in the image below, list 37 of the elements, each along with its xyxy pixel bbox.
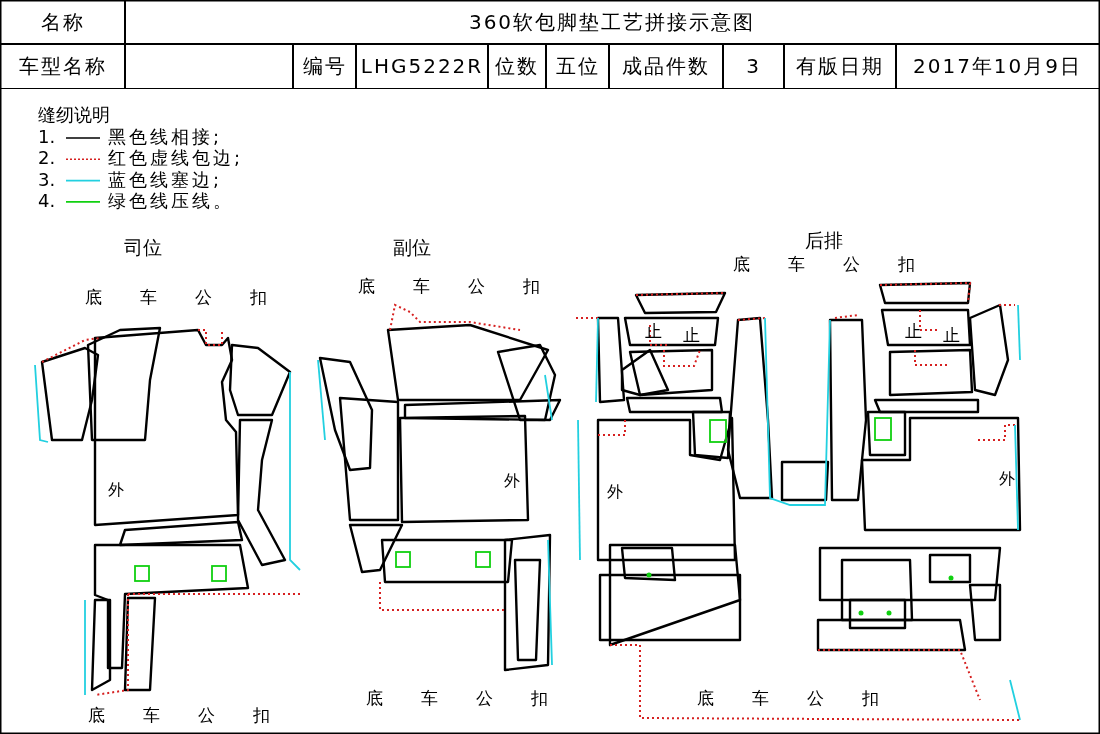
section-heading: 后排: [805, 231, 843, 250]
table-cell: 3: [722, 43, 785, 89]
edge-note: 底车公扣: [366, 690, 586, 707]
legend-number: 3.: [38, 171, 56, 189]
table-cell: LHG5222R: [355, 43, 489, 89]
side-mark: 外: [607, 484, 623, 500]
legend-text: 红色虚线包边;: [108, 149, 244, 168]
title-cell: 360软包脚垫工艺拼接示意图: [124, 0, 1100, 45]
legend-number: 1.: [38, 128, 56, 146]
section-heading: 司位: [124, 238, 162, 257]
stop-mark: 止: [645, 323, 662, 340]
legend-text: 绿色线压线。: [108, 191, 234, 210]
table-cell: 名称: [0, 0, 126, 45]
stop-mark: 止: [943, 327, 960, 344]
stop-mark: 止: [683, 327, 700, 344]
side-mark: 外: [999, 471, 1015, 487]
stop-mark: 止: [905, 323, 922, 340]
edge-note: 底车公扣: [733, 256, 953, 273]
table-cell: 成品件数: [608, 43, 724, 89]
edge-note: 底车公扣: [358, 278, 578, 295]
edge-note: 底车公扣: [697, 690, 917, 707]
legend-heading: 缝纫说明: [38, 106, 110, 124]
legend-number: 2.: [38, 149, 56, 167]
legend-number: 4.: [38, 192, 56, 210]
table-cell: 2017年10月9日: [895, 43, 1100, 89]
table-cell: 编号: [292, 43, 357, 89]
side-mark: 外: [504, 473, 520, 489]
table-cell: 位数: [487, 43, 547, 89]
table-cell: 有版日期: [783, 43, 897, 89]
table-cell: 五位: [545, 43, 610, 89]
table-cell: 车型名称: [0, 43, 126, 89]
edge-note: 底车公扣: [88, 707, 308, 724]
legend-text: 黑色线相接;: [108, 128, 223, 146]
side-mark: 外: [108, 482, 124, 498]
edge-note: 底车公扣: [85, 289, 305, 306]
section-heading: 副位: [393, 238, 431, 257]
legend-text: 蓝色线塞边;: [108, 170, 223, 189]
